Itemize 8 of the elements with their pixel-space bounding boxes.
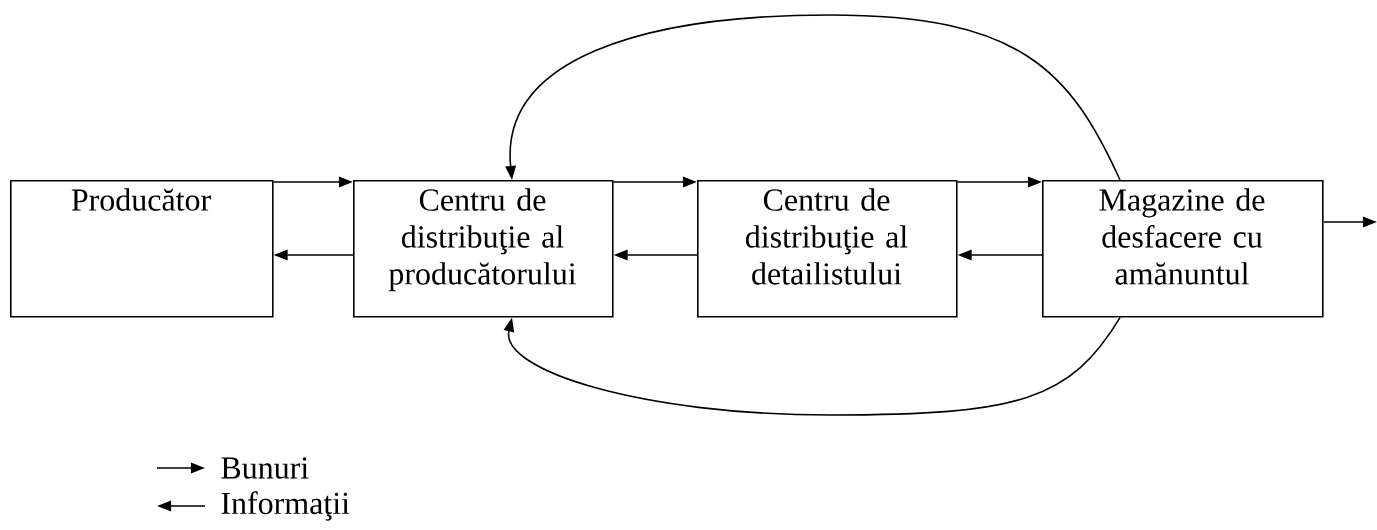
process-box: Centru de distribuţie al detailistului <box>697 180 958 318</box>
arrow <box>503 316 1121 416</box>
process-box: Magazine de desfacere cu amănuntul <box>1042 180 1324 318</box>
legend-label: Bunuri <box>221 457 309 479</box>
arrow <box>505 14 1121 181</box>
legend-label: Informaţii <box>221 491 350 521</box>
process-box: Producător <box>10 180 274 318</box>
process-box: Centru de distribuţie al producătorului <box>353 180 614 318</box>
